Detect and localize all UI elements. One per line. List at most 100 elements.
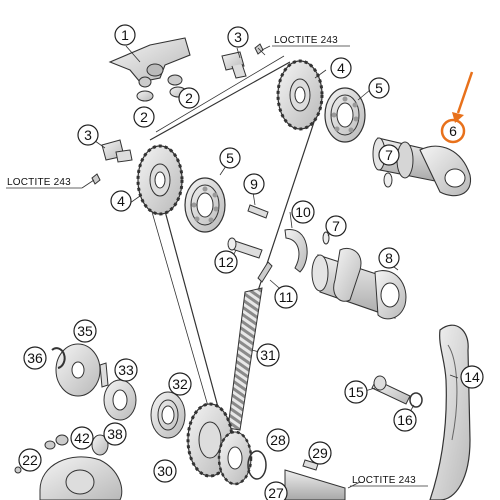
camshaft-sprocket-top <box>276 59 324 131</box>
svg-text:4: 4 <box>117 193 125 209</box>
callout-11: 11 <box>274 285 298 309</box>
svg-text:35: 35 <box>77 323 93 339</box>
bolt-12 <box>227 237 263 259</box>
callout-14: 14 <box>460 365 484 389</box>
loctite-underlines <box>6 45 428 487</box>
svg-text:1: 1 <box>121 27 129 43</box>
callout-1: 1 <box>114 24 136 46</box>
callout-15: 15 <box>344 380 368 404</box>
callout-6-highlight: 6 <box>440 118 466 144</box>
callout-4a: 4 <box>330 57 352 79</box>
svg-text:27: 27 <box>268 485 284 500</box>
callout-9: 9 <box>243 173 265 195</box>
callout-7b: 7 <box>325 215 347 237</box>
svg-text:22: 22 <box>22 452 38 468</box>
bearing-5-upper <box>324 87 366 143</box>
svg-text:14: 14 <box>464 369 480 385</box>
loctite-label-bottom: LOCTITE 243 <box>352 475 416 486</box>
part-42 <box>44 434 69 450</box>
bolt-3-top <box>221 43 264 79</box>
highlight-arrow <box>452 71 474 123</box>
pin-11 <box>257 261 273 283</box>
bearing-5-left <box>184 177 226 233</box>
svg-text:30: 30 <box>157 463 173 479</box>
housing-22 <box>14 456 123 500</box>
rocker-10 <box>284 229 308 273</box>
bolt-15 <box>371 375 411 405</box>
svg-text:31: 31 <box>260 347 276 363</box>
bracket-1 <box>108 37 191 88</box>
loctite-label-left: LOCTITE 243 <box>7 177 71 188</box>
callout-33: 33 <box>114 358 138 382</box>
bearing-32 <box>150 391 186 439</box>
dowel-7-upper <box>383 172 393 188</box>
svg-text:8: 8 <box>385 250 393 266</box>
callout-8: 8 <box>378 247 400 269</box>
callout-7a: 7 <box>378 144 400 166</box>
camshaft-sprocket-left <box>136 144 184 216</box>
callout-30: 30 <box>153 459 177 483</box>
dowel-7-lower <box>322 231 330 245</box>
circlip-36 <box>51 347 66 369</box>
callout-12: 12 <box>214 250 238 274</box>
callout-29: 29 <box>308 441 332 465</box>
svg-text:36: 36 <box>27 350 43 366</box>
callout-27: 27 <box>264 481 288 500</box>
callouts: 1 2 2 3 3 4 4 5 5 6 7 7 8 9 10 11 12 14 … <box>18 24 484 500</box>
callout-2b: 2 <box>133 106 155 128</box>
svg-text:7: 7 <box>385 147 393 163</box>
chain-guide-31 <box>227 287 263 431</box>
svg-text:32: 32 <box>172 376 188 392</box>
callout-42: 42 <box>70 426 94 450</box>
svg-text:28: 28 <box>270 432 286 448</box>
svg-text:12: 12 <box>218 254 234 270</box>
svg-text:7: 7 <box>332 218 340 234</box>
callout-28: 28 <box>266 428 290 452</box>
svg-text:3: 3 <box>84 127 92 143</box>
svg-text:29: 29 <box>312 445 328 461</box>
bolt-3-left <box>91 139 133 185</box>
svg-text:4: 4 <box>337 60 345 76</box>
shaft-29 <box>284 459 346 500</box>
svg-text:5: 5 <box>226 150 234 166</box>
svg-text:6: 6 <box>449 123 457 139</box>
callout-22: 22 <box>18 448 42 472</box>
callout-38: 38 <box>103 422 127 446</box>
washer-28 <box>247 450 267 480</box>
callout-3b: 3 <box>77 124 99 146</box>
svg-text:2: 2 <box>140 109 148 125</box>
callout-16: 16 <box>393 408 417 432</box>
svg-text:15: 15 <box>348 384 364 400</box>
washer-33 <box>103 379 137 421</box>
svg-text:10: 10 <box>295 204 311 220</box>
svg-text:42: 42 <box>74 430 90 446</box>
part-38 <box>91 434 109 456</box>
callout-5a: 5 <box>368 77 390 99</box>
disc-35 <box>55 343 101 397</box>
svg-text:9: 9 <box>250 176 258 192</box>
loctite-label-top: LOCTITE 243 <box>274 35 338 46</box>
callout-5b: 5 <box>219 147 241 169</box>
pin-34 <box>99 362 109 388</box>
svg-text:5: 5 <box>375 80 383 96</box>
callout-31: 31 <box>256 343 280 367</box>
callout-35: 35 <box>73 319 97 343</box>
callout-2a: 2 <box>178 87 200 109</box>
pin-9 <box>247 204 269 219</box>
svg-text:2: 2 <box>185 90 193 106</box>
svg-text:38: 38 <box>107 426 123 442</box>
callout-10: 10 <box>291 200 315 224</box>
callout-36: 36 <box>23 346 47 370</box>
camshaft-8 <box>311 247 407 320</box>
svg-text:16: 16 <box>397 412 413 428</box>
svg-text:33: 33 <box>118 362 134 378</box>
tensioner-rail-14 <box>429 324 471 500</box>
svg-text:11: 11 <box>279 289 294 305</box>
callout-4b: 4 <box>110 190 132 212</box>
callout-32: 32 <box>168 372 192 396</box>
crank-sprocket-30b <box>217 430 253 486</box>
callout-3a: 3 <box>227 26 249 48</box>
svg-text:3: 3 <box>234 29 242 45</box>
